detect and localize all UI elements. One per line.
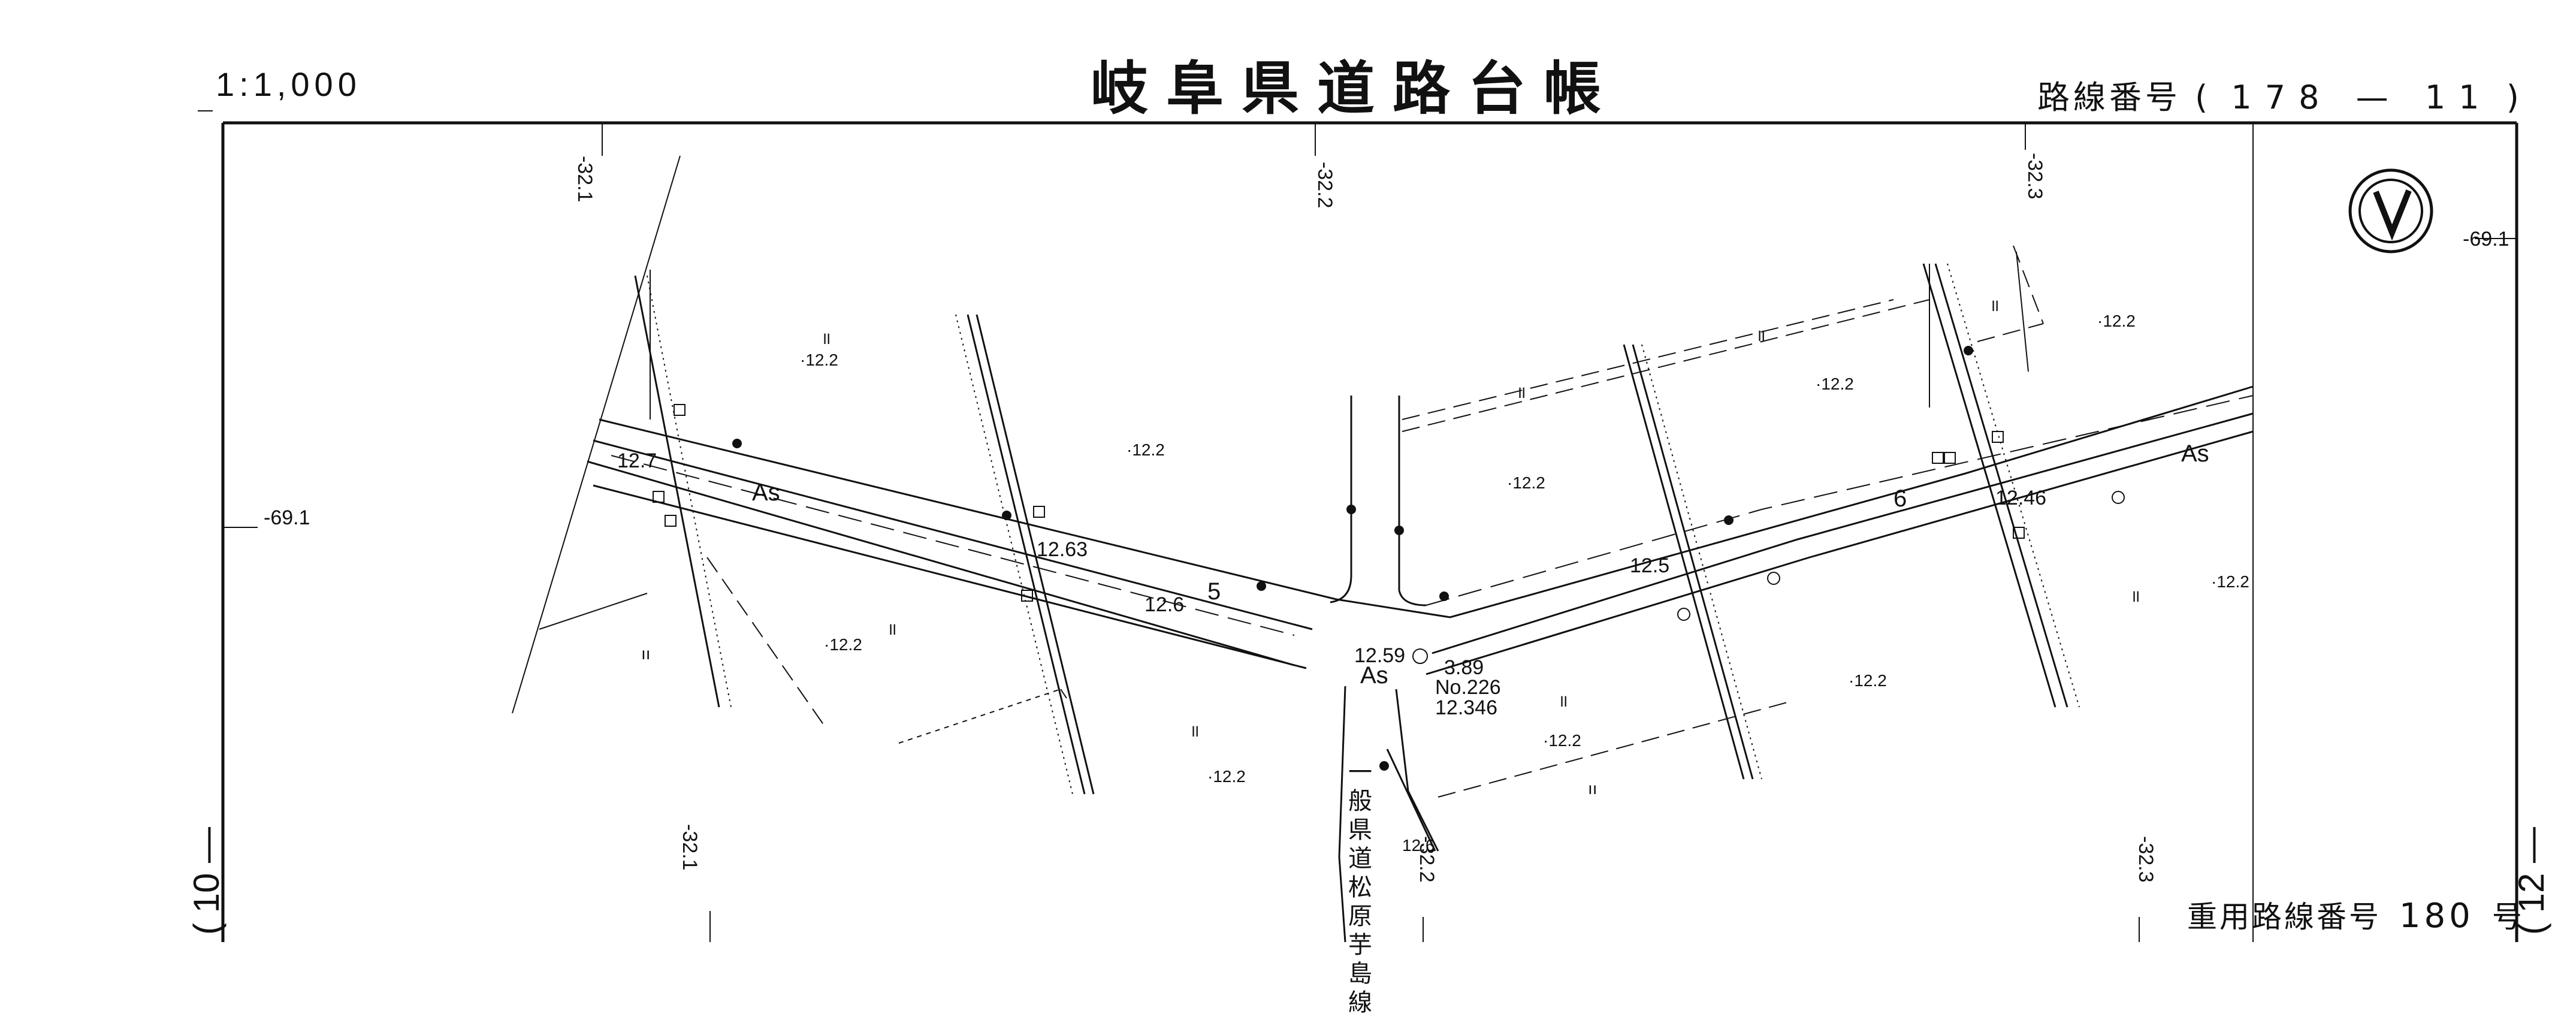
elevation-12-6: 12.6 bbox=[1144, 593, 1185, 616]
elevation-label: ·12.2 bbox=[2097, 312, 2136, 330]
grid-label-top-1: -32.1 bbox=[573, 156, 596, 203]
north-arrow-icon bbox=[2348, 168, 2433, 254]
paddy-symbol: ॥ bbox=[1989, 296, 2000, 315]
grid-label-left-y: -69.1 bbox=[264, 506, 310, 529]
side-road-name: 一般県道松原芋島線 bbox=[1348, 759, 1372, 1016]
elevation-12-7: 12.7 bbox=[617, 449, 657, 472]
overlap-route-number: 重用路線番号 180 号 bbox=[2187, 893, 2524, 936]
utility-poles bbox=[732, 346, 1973, 771]
grid-label-right-y: -69.1 bbox=[2463, 228, 2509, 251]
paddy-symbol: ॥ bbox=[1516, 383, 1526, 402]
elevation-label: ·12.2 bbox=[2211, 572, 2249, 591]
elevation-12-6b: 12.6 bbox=[1402, 836, 1435, 855]
overlap-route-value: 180 bbox=[2399, 897, 2474, 935]
elevation-12-59: 12.59 bbox=[1354, 644, 1406, 667]
land-boundaries bbox=[512, 155, 2044, 798]
paddy-symbol: ॥ bbox=[821, 329, 831, 348]
dry-field-symbol: ıı bbox=[1588, 779, 1597, 798]
map-frame bbox=[221, 121, 2518, 942]
elevation-label: ·12.2 bbox=[1127, 440, 1165, 459]
elevation-label: ·12.2 bbox=[1849, 671, 1887, 690]
route-open-paren: ( bbox=[2195, 79, 2212, 116]
km-post-6: 6 bbox=[1894, 485, 1907, 512]
route-number-value: 178 — 11 bbox=[2231, 79, 2493, 116]
map-scale: 1:1,000 bbox=[216, 65, 361, 103]
grid-label-bottom-3: -32.3 bbox=[2134, 836, 2157, 883]
elevation-label: ·12.2 bbox=[1816, 375, 1854, 393]
drain-markers bbox=[653, 404, 2125, 664]
elevation-label: ·12.2 bbox=[1207, 767, 1246, 786]
benchmark-distance: 3.89 bbox=[1444, 656, 1484, 679]
benchmark-number: No.226 bbox=[1435, 676, 1501, 699]
surface-asphalt-label: As bbox=[1360, 662, 1388, 689]
elevation-label: ·12.2 bbox=[1507, 473, 1545, 492]
road-ledger-map bbox=[198, 110, 2518, 942]
dry-field-symbol: ıı bbox=[641, 644, 651, 663]
route-number-header: 路線番号 ( 178 — 11 ) bbox=[2037, 71, 2523, 118]
grid-ticks bbox=[198, 110, 2517, 942]
paddy-symbol: ॥ bbox=[887, 620, 897, 638]
paddy-symbol: ॥ bbox=[1558, 692, 1568, 710]
paddy-symbol: ॥ bbox=[1756, 326, 1766, 345]
elevation-12-63: 12.63 bbox=[1037, 538, 1088, 561]
elevation-label: ·12.2 bbox=[800, 351, 838, 369]
elevation-label: ·12.2 bbox=[824, 635, 862, 654]
km-post-5: 5 bbox=[1207, 578, 1221, 605]
elevation-12-5: 12.5 bbox=[1630, 554, 1670, 577]
elevation-label: ·12.2 bbox=[1543, 731, 1581, 750]
benchmark-elevation: 12.346 bbox=[1435, 696, 1497, 719]
paddy-symbol: ॥ bbox=[1189, 722, 1200, 740]
side-road bbox=[1330, 396, 1439, 942]
elevation-12-46: 12.46 bbox=[1995, 487, 2047, 509]
main-road bbox=[587, 385, 2254, 675]
overlap-route-label: 重用路線番号 bbox=[2187, 900, 2381, 934]
grid-label-top-2: -32.2 bbox=[1313, 162, 1336, 209]
paddy-symbol: ॥ bbox=[2130, 587, 2140, 605]
route-close-paren: ) bbox=[2506, 79, 2523, 116]
route-number-label: 路線番号 bbox=[2037, 79, 2181, 116]
surface-asphalt-label: As bbox=[752, 479, 780, 506]
surface-asphalt-label: As bbox=[2181, 440, 2209, 467]
page-title: 岐阜県道路台帳 bbox=[1091, 55, 1619, 122]
waterways bbox=[634, 263, 2080, 795]
grid-label-bottom-1: -32.1 bbox=[678, 824, 701, 871]
grid-label-top-3: -32.3 bbox=[2024, 153, 2046, 200]
